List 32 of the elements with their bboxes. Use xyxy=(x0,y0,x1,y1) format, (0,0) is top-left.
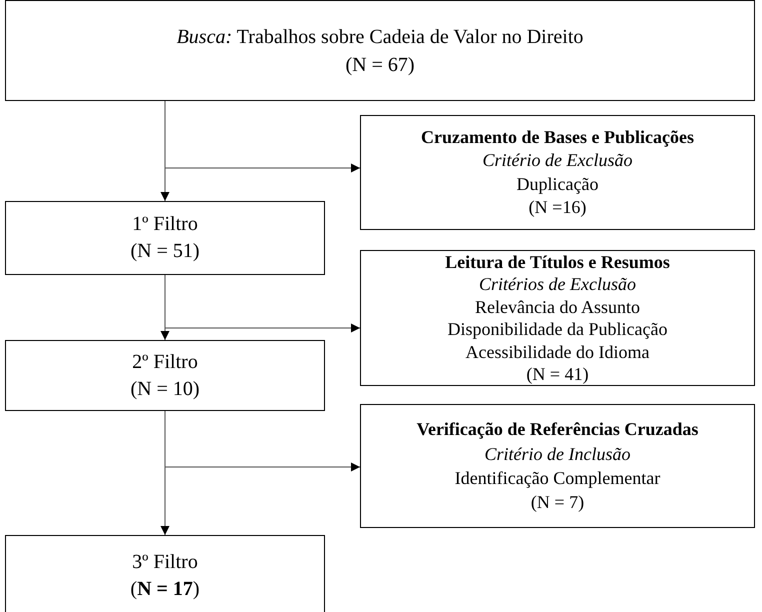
process-box xyxy=(5,340,325,411)
box-text: (N = 7) xyxy=(530,491,584,514)
box-heading: Verificação de Referências Cruzadas xyxy=(416,418,698,442)
process-box xyxy=(5,535,325,612)
box-text: Busca: Trabalhos sobre Cadeia de Valor no Direito xyxy=(176,24,584,50)
box-text: (N = 67) xyxy=(345,52,415,78)
box-text: (N = 51) xyxy=(130,239,200,264)
criteria-box xyxy=(360,250,755,386)
box-text: Acessibilidade do Idioma xyxy=(466,340,650,363)
process-box xyxy=(5,201,325,275)
box-text: (N =16) xyxy=(528,196,586,219)
box-heading: Leitura de Títulos e Resumos xyxy=(445,250,670,273)
box-text: Duplicação xyxy=(516,172,598,196)
criterion-type: Critério de Exclusão xyxy=(482,149,632,172)
box-text: (N = 41) xyxy=(526,363,589,386)
criteria-box xyxy=(360,115,755,230)
process-box xyxy=(5,0,755,101)
criteria-box xyxy=(360,404,755,528)
box-text: Identificação Complementar xyxy=(454,467,660,490)
box-text: 2º Filtro xyxy=(132,350,198,374)
box-text: Relevância do Assunto xyxy=(475,296,640,318)
box-heading: Cruzamento de Bases e Publicações xyxy=(421,126,694,149)
criterion-type: Critérios de Exclusão xyxy=(479,273,636,296)
box-text: Disponibilidade da Publicação xyxy=(448,318,668,340)
box-text: 1º Filtro xyxy=(132,212,198,237)
criterion-type: Critério de Inclusão xyxy=(484,442,630,466)
box-text: (N = 10) xyxy=(130,376,200,402)
box-text: (N = 17) xyxy=(130,577,200,602)
arrow xyxy=(164,274,360,332)
box-text: 3º Filtro xyxy=(132,550,198,575)
arrow xyxy=(164,410,360,472)
arrow xyxy=(164,100,360,172)
